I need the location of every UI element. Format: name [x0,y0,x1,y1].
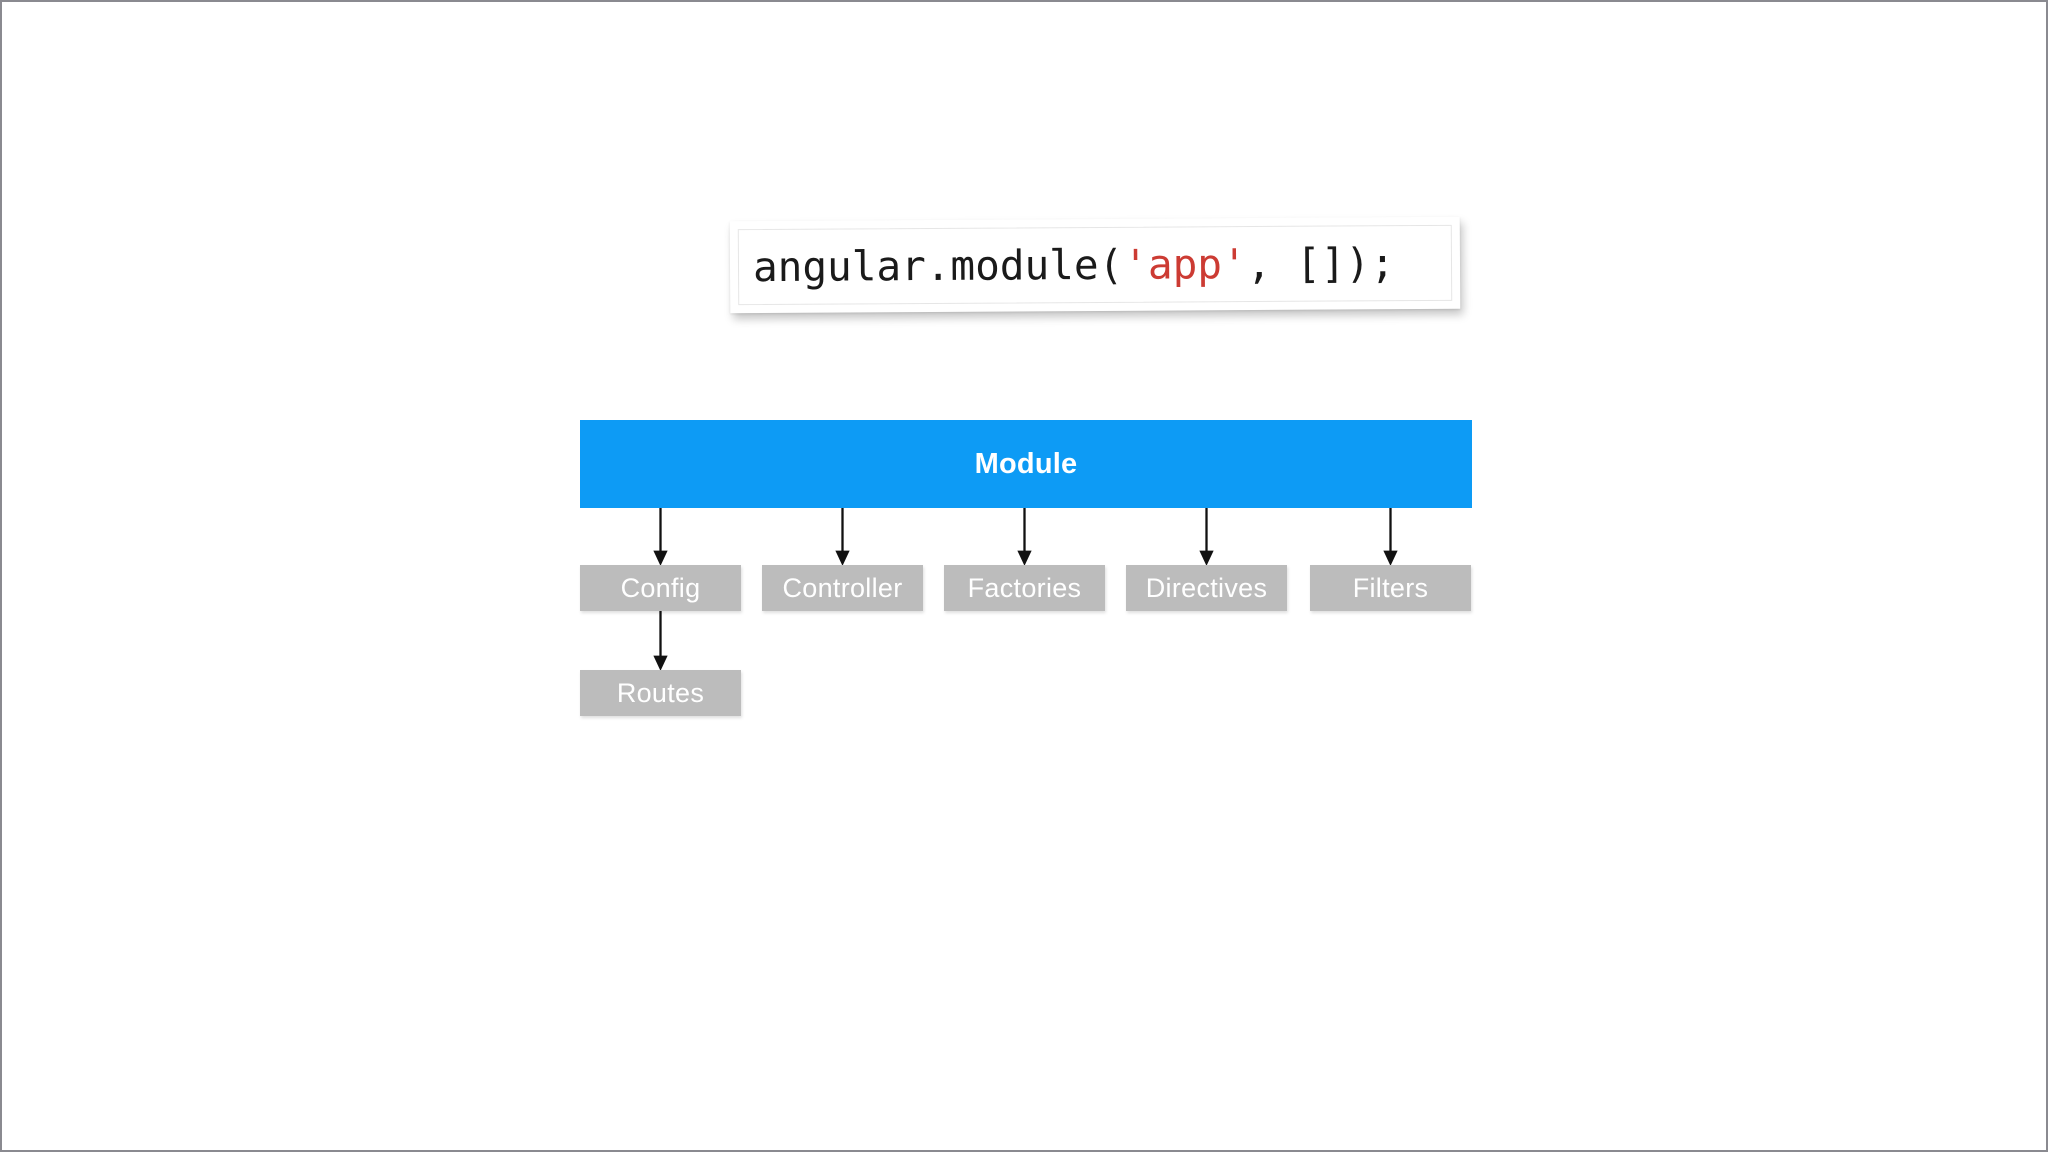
code-string-literal: 'app' [1123,239,1247,289]
diagram-box-config[interactable]: Config [580,565,741,611]
code-prefix: angular.module( [752,240,1124,291]
code-suffix: , []); [1246,238,1395,288]
diagram-box-filters[interactable]: Filters [1310,565,1471,611]
diagram-box-filters-label: Filters [1352,572,1429,603]
code-snippet-inner: angular.module('app', []); [737,224,1453,306]
diagram-box-routes-label: Routes [616,677,705,708]
code-line: angular.module('app', []); [752,239,1395,291]
diagram-box-config-label: Config [620,572,701,603]
diagram-box-factories[interactable]: Factories [944,565,1105,611]
module-root-label: Module [974,447,1078,480]
diagram-box-controller-label: Controller [782,572,903,603]
diagram-box-routes[interactable]: Routes [580,670,741,716]
diagram-box-controller[interactable]: Controller [762,565,923,611]
diagram-box-directives[interactable]: Directives [1126,565,1287,611]
module-root-box[interactable]: Module [580,420,1472,508]
diagram-box-factories-label: Factories [967,572,1082,603]
diagram-box-directives-label: Directives [1145,572,1268,603]
code-snippet-card: angular.module('app', []); [729,216,1461,314]
